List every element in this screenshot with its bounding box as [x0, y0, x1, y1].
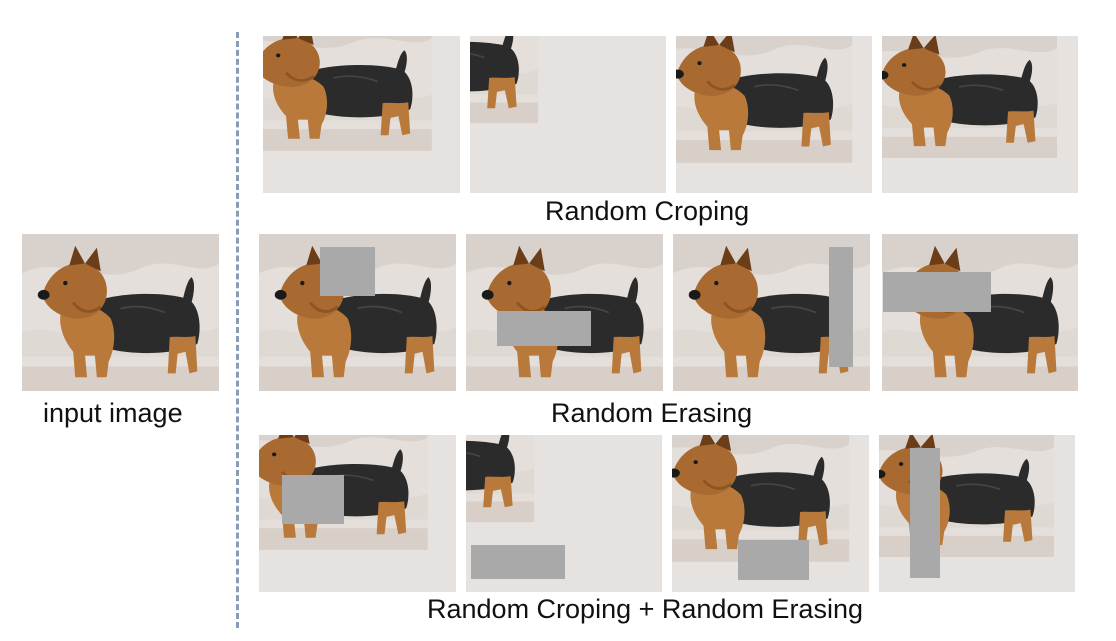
combined-sample-4 — [879, 435, 1075, 592]
erase-patch — [738, 540, 809, 580]
combined-sample-1 — [259, 435, 456, 592]
combined-sample-3 — [672, 435, 869, 592]
dog-photo — [470, 36, 666, 193]
dog-photo — [263, 36, 460, 193]
erase-patch — [883, 272, 991, 312]
input-image-label: input image — [43, 398, 183, 428]
erase-patch — [910, 448, 940, 578]
erase-sample-3 — [673, 234, 870, 391]
erase-patch — [282, 475, 344, 524]
erase-patch — [829, 247, 853, 367]
erase-patch — [497, 311, 591, 346]
erase-sample-1 — [259, 234, 456, 391]
erase-patch — [471, 545, 565, 579]
crop-sample-3 — [676, 36, 872, 193]
erase-patch — [320, 247, 375, 296]
crop-sample-1 — [263, 36, 460, 193]
dog-photo — [882, 234, 1078, 391]
erase-sample-2 — [466, 234, 663, 391]
dog-photo — [882, 36, 1078, 193]
crop-sample-2 — [470, 36, 666, 193]
combined-sample-2 — [466, 435, 662, 592]
row-label-erasing: Random Erasing — [551, 398, 753, 428]
row-label-cropping: Random Croping — [545, 196, 750, 226]
row-label-combined: Random Croping + Random Erasing — [427, 594, 863, 624]
dog-photo — [879, 435, 1075, 592]
dog-photo — [22, 234, 219, 391]
section-divider — [236, 32, 239, 628]
dog-photo — [676, 36, 872, 193]
crop-sample-4 — [882, 36, 1078, 193]
erase-sample-4 — [882, 234, 1078, 391]
input-image — [22, 234, 219, 391]
